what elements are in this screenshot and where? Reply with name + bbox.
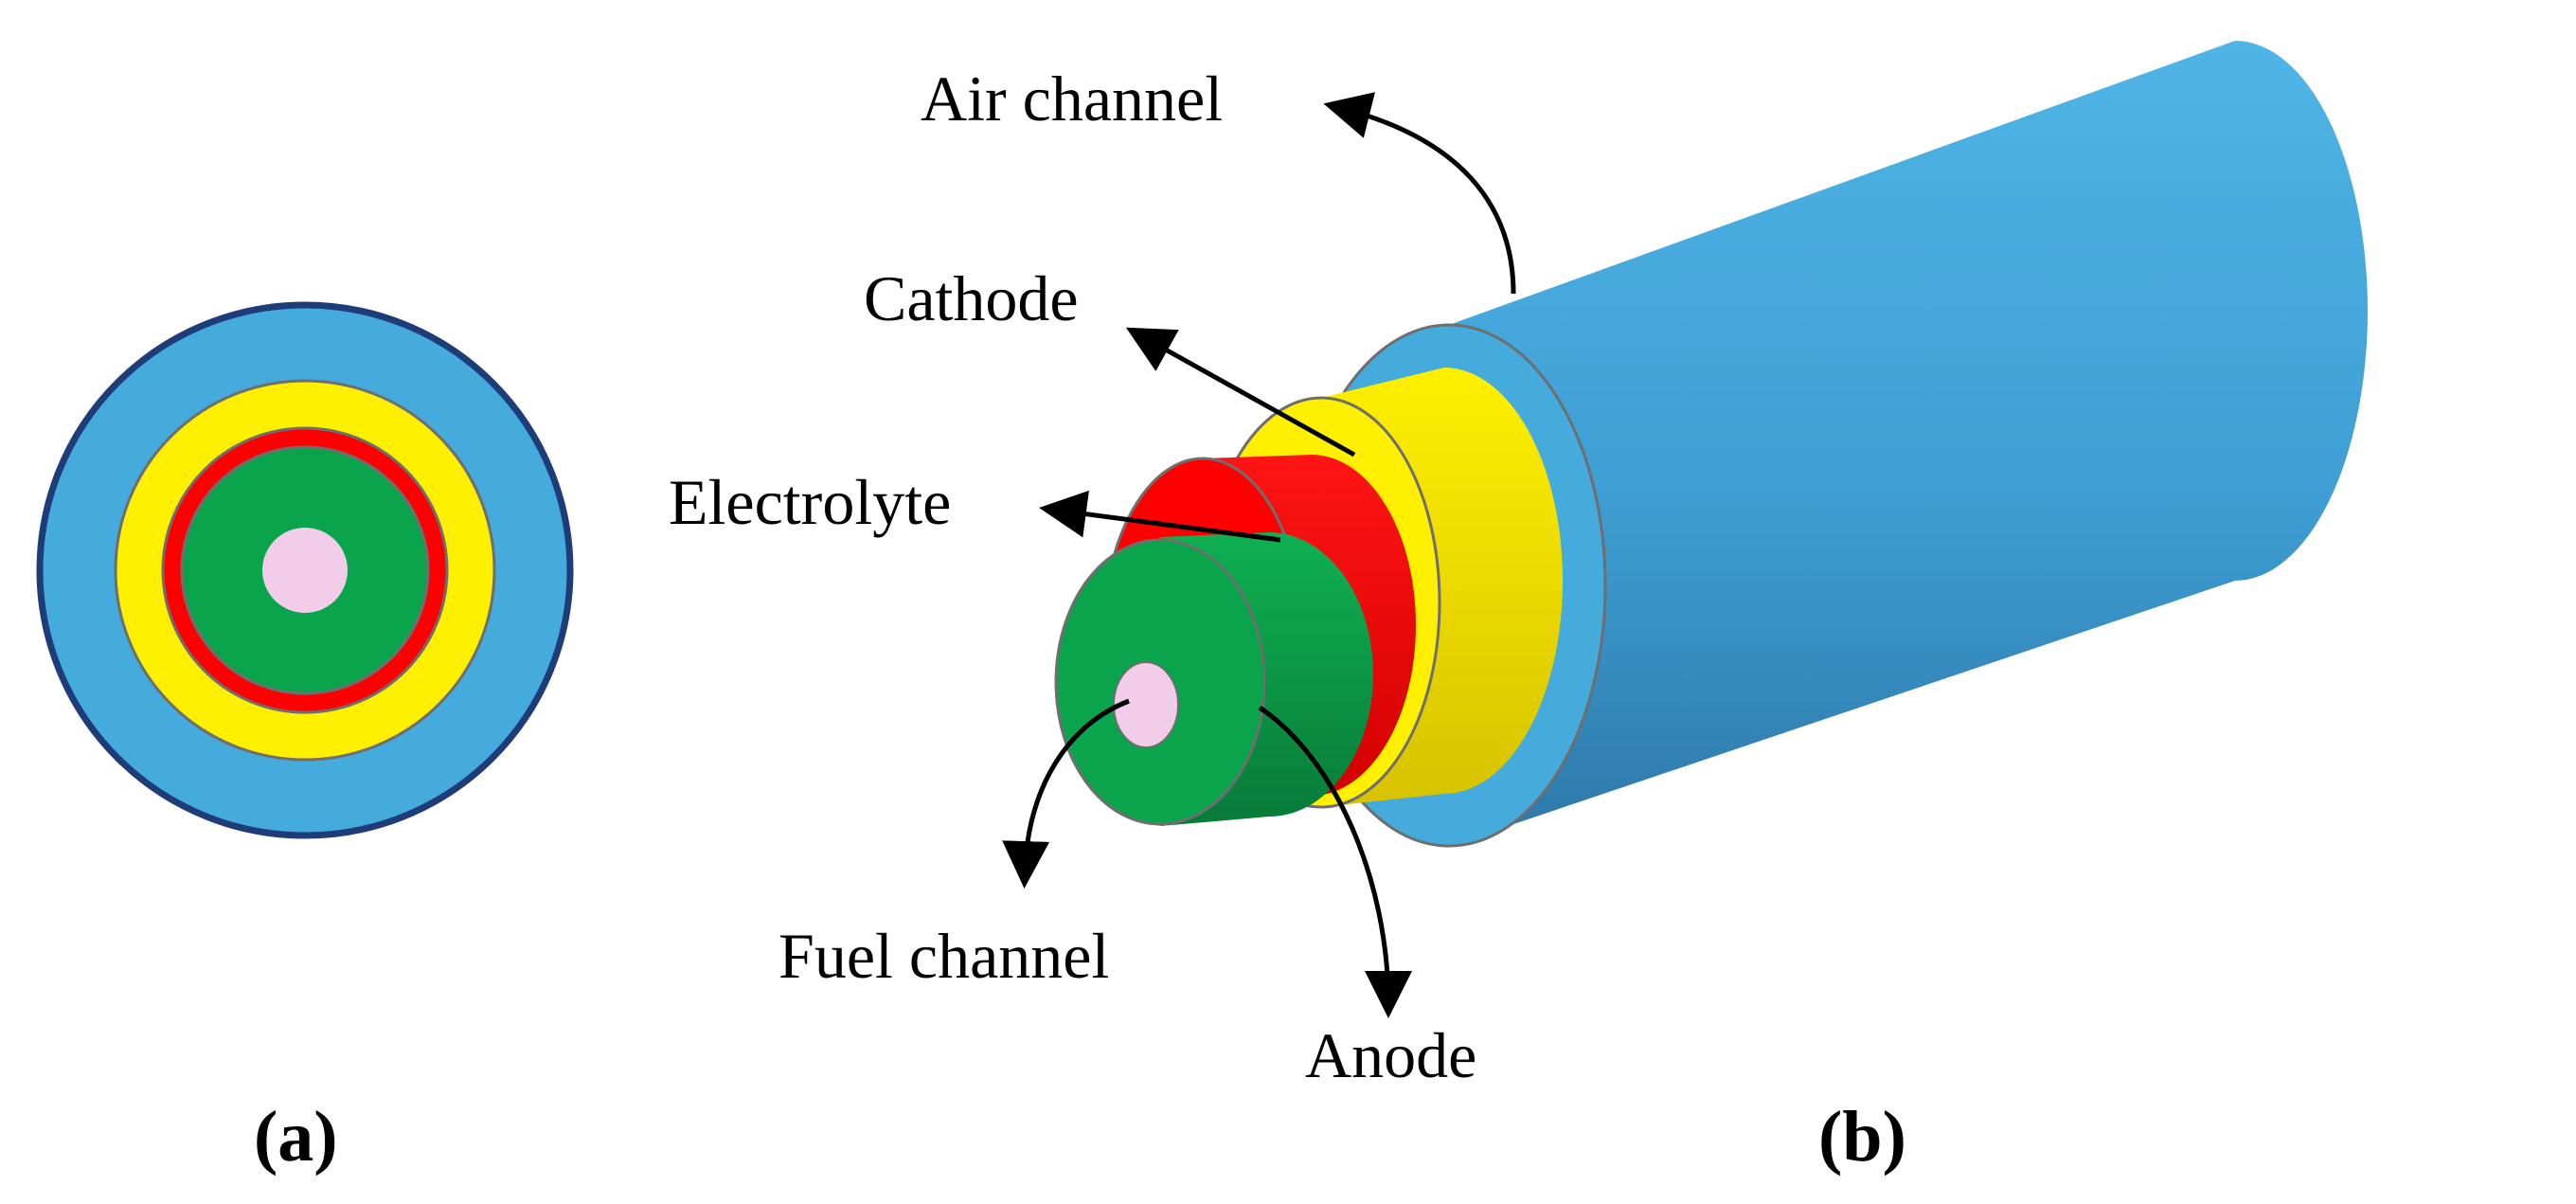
label-air-channel: Air channel <box>921 63 1223 135</box>
air-channel-body <box>1449 41 2368 846</box>
tube-3d-view <box>1054 41 2368 848</box>
label-electrolyte: Electrolyte <box>669 466 951 538</box>
label-cathode: Cathode <box>864 262 1079 334</box>
cross-section-fuel-channel <box>262 528 348 613</box>
panel-label-b: (b) <box>1818 1097 1906 1177</box>
label-anode: Anode <box>1305 1019 1476 1091</box>
panel-label-a: (a) <box>254 1097 338 1177</box>
arrow-fuel-channel <box>1002 698 1130 889</box>
fuel-channel-face <box>1113 661 1179 748</box>
arrow-electrolyte <box>1039 490 1281 543</box>
label-arrows <box>1002 92 1516 1018</box>
arrow-anode <box>1258 705 1412 1018</box>
label-fuel-channel: Fuel channel <box>778 920 1109 992</box>
arrow-cathode <box>1125 327 1356 458</box>
cross-section-view <box>36 301 574 839</box>
arrow-air-channel <box>1323 92 1516 295</box>
